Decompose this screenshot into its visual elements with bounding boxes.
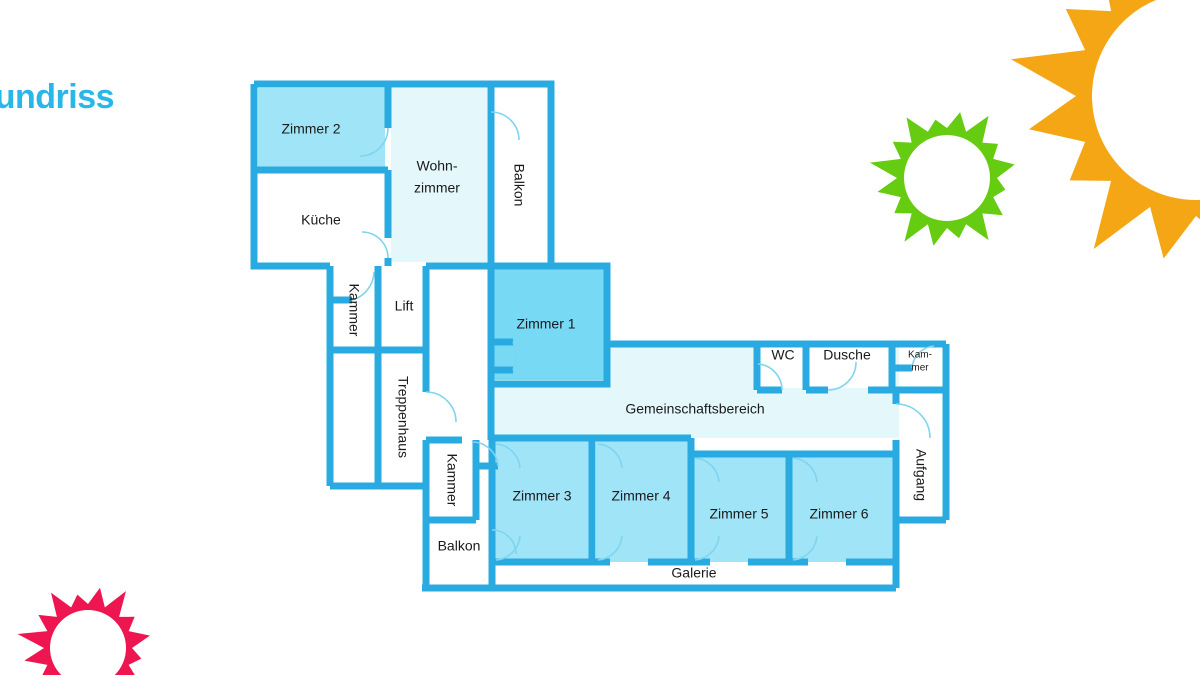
door-arc-kammer-unten [471,441,499,467]
orange-rays-shape [1011,0,1200,259]
room-fill-wohnzimmer [391,88,487,262]
room-fills [258,88,943,586]
door-arc-kueche [361,231,389,259]
green-rays-shape [869,112,1015,246]
room-label-balkon-unten: Balkon [438,538,481,554]
door-arc-zimmer-6-bot [792,535,818,561]
wall-upper-left-outline [250,84,330,270]
door-arcs [351,111,935,561]
room-fill-gemeinschaft-left [493,386,608,438]
room-label-kammer-oben: Kammer [346,284,362,337]
room-label-kammer-rechts-line2: mer [911,363,929,374]
room-fill-zimmer-2 [258,88,385,168]
door-arc-zimmer-4-bot [597,535,623,561]
room-label-wohnzimmer-line1: Wohn- [417,158,458,174]
walls [250,80,950,592]
room-label-zimmer-5: Zimmer 5 [709,506,768,522]
room-fill-zimmer-3 [494,440,590,564]
door-arc-kammer-rechts [911,345,935,369]
room-fill-zimmer-1 [493,268,604,380]
door-arc-zimmer-2 [359,127,389,157]
sunburst-orange [1011,0,1200,259]
room-fill-balkon-unten [424,520,492,564]
room-fill-zimmer-5 [694,456,786,564]
room-label-kammer-rechts-line1: Kam- [908,350,932,361]
room-label-galerie: Galerie [671,565,716,581]
door-arc-zimmer-5-bot [694,535,720,561]
door-arc-aufgang [895,403,931,439]
door-arc-balkon-unten [491,529,517,555]
room-label-zimmer-4: Zimmer 4 [611,488,670,504]
room-label-kueche: Küche [301,212,341,228]
door-arc-zimmer-4-top [597,443,623,469]
door-arc-zimmer-3-top [495,443,521,469]
pink-rays-shape [17,587,150,675]
room-fill-zimmer-4 [596,440,688,564]
room-label-wc: WC [771,347,794,363]
room-fill-kammer-unten [430,440,474,520]
door-arc-dusche [827,361,857,391]
room-fill-kammer-oben [328,268,374,346]
room-label-aufgang: Aufgang [913,449,929,501]
door-arc-treppenhaus [425,391,457,423]
door-arc-zimmer-1 [512,341,518,371]
sunburst-pink [17,587,150,675]
sunburst-green [869,112,1015,246]
door-arc-zimmer-6-top [792,457,818,483]
door-arc-kammer-oben [351,271,375,301]
room-label-zimmer-2: Zimmer 2 [281,121,340,137]
wall-zimmer-1 [491,262,611,388]
room-label-dusche: Dusche [823,347,871,363]
room-label-balkon-oben: Balkon [511,164,527,207]
room-labels: Zimmer 2 Küche Wohn- zimmer Balkon Kamme… [281,121,932,581]
door-arc-zimmer-3-bot [495,535,521,561]
room-fill-kueche [258,174,385,262]
room-label-lift: Lift [395,298,414,314]
room-label-zimmer-3: Zimmer 3 [512,488,571,504]
room-fill-lift [380,268,424,346]
room-fill-hall-mid [430,268,492,438]
room-label-treppenhaus: Treppenhaus [395,376,411,458]
room-label-zimmer-1: Zimmer 1 [516,316,575,332]
page-title: rundriss [0,78,115,116]
room-fill-zimmer-6 [792,456,893,564]
door-arc-wc [757,363,783,391]
door-arc-balkon-oben [490,111,520,141]
room-label-wohnzimmer-line2: zimmer [414,180,460,196]
room-fill-galerie [494,562,893,586]
door-arc-zimmer-5-top [694,457,720,483]
room-label-gemeinschaftsbereich: Gemeinschaftsbereich [625,401,764,417]
room-label-zimmer-6: Zimmer 6 [809,506,868,522]
room-fill-treppenhaus [380,352,424,482]
room-fill-balkon-oben [493,88,547,262]
room-label-kammer-unten: Kammer [444,454,460,507]
